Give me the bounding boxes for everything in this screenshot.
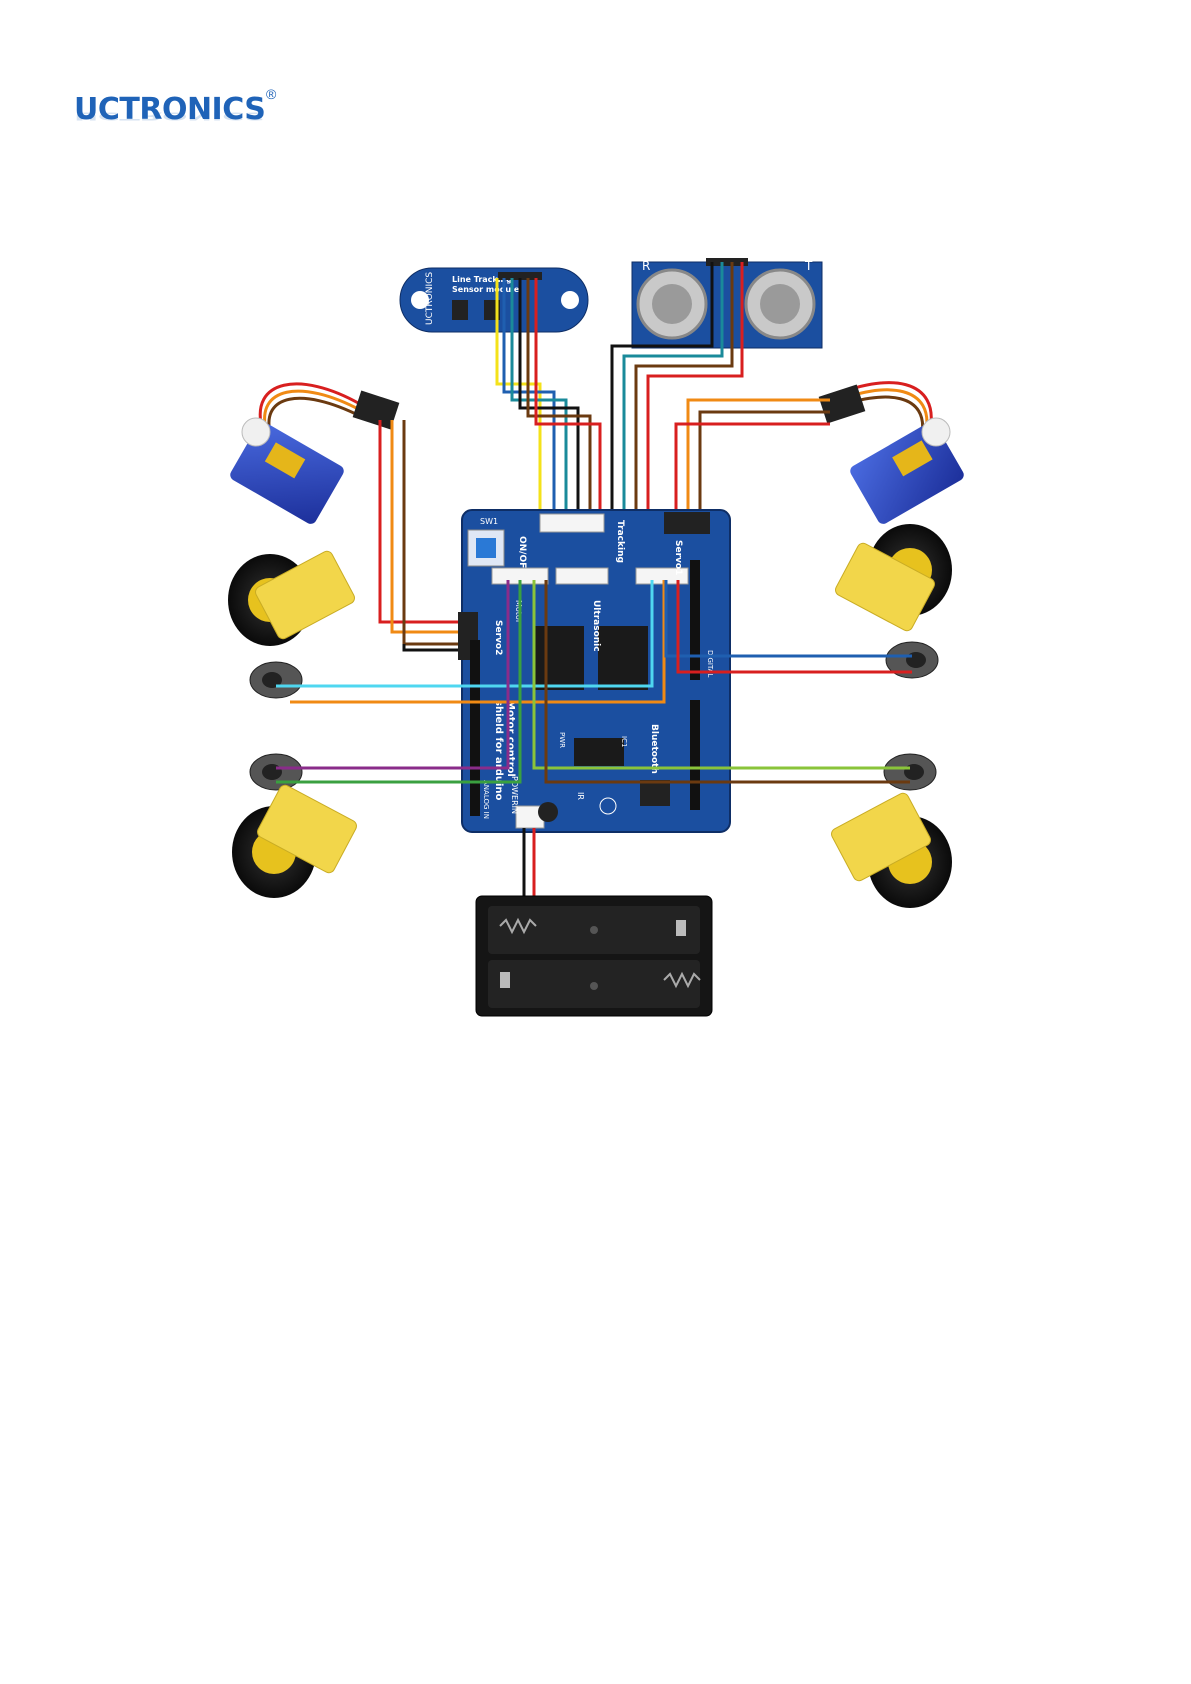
board-tracking-label: Tracking (615, 520, 625, 563)
ultrasonic-r-mark: R (642, 259, 650, 273)
sensor-brand-text: UCTRONICS (425, 272, 435, 325)
board-sw1-label: SW1 (480, 517, 498, 526)
servo-left (228, 384, 399, 526)
servo-right (819, 383, 966, 526)
line-tracking-sensor: UCTRONICS Line Tracking Sensor module (400, 268, 588, 332)
power-wires (524, 828, 534, 902)
board-bluetooth-label: Bluetooth (649, 724, 659, 774)
board-ic1-label: IC1 (620, 736, 628, 747)
battery-holder (476, 896, 712, 1016)
board-servo2-label: Servo2 (493, 620, 503, 655)
sensor-title-2: Sensor module (452, 285, 520, 294)
motor-bottom-right (829, 754, 952, 908)
board-servo1-label: Servo1 (673, 540, 683, 575)
board-shield-line2: shield for arduino (493, 700, 504, 800)
board-pwr-label: PWR (558, 732, 566, 748)
board-ir-label: IR (576, 792, 585, 800)
board-analog-label: ANALOG IN (482, 780, 490, 819)
ultrasonic-sensor: R T (632, 258, 822, 348)
motor-bottom-left (232, 754, 359, 898)
board-ultrasonic-label: Ultrasonic (591, 600, 601, 652)
motor-top-left (228, 549, 357, 698)
ultrasonic-t-mark: T (804, 259, 813, 273)
